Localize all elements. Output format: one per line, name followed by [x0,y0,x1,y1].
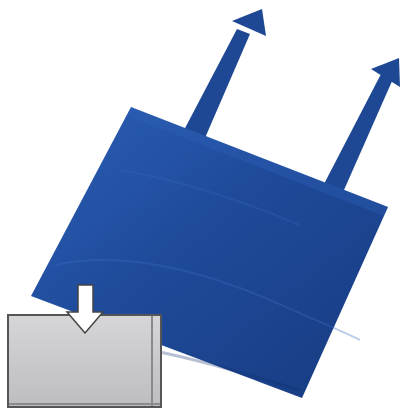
lift-arrow-right-icon [324,58,400,190]
lift-arrow-left-icon [183,9,266,138]
